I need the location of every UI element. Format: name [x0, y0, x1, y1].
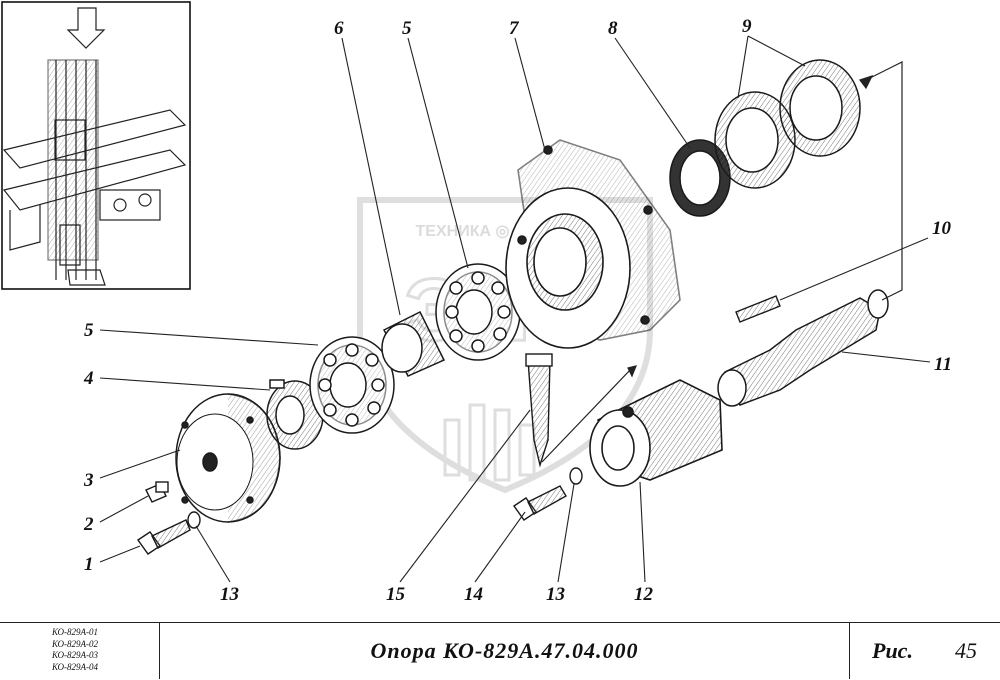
callout-2: 2	[83, 514, 94, 535]
figure-label: Рис.	[872, 638, 913, 663]
part-nut-4	[266, 379, 324, 450]
model-item: КО-829А-03	[52, 650, 99, 660]
part-cover-3	[175, 393, 281, 523]
callout-11: 11	[934, 354, 952, 375]
figure-cell: Рис. 45	[850, 623, 1000, 679]
part-shaft-11	[717, 289, 889, 407]
drawing-title: Опора КО-829А.47.04.000	[370, 638, 639, 663]
figure-number: 45	[954, 638, 977, 663]
model-list: КО-829А-01 КО-829А-02 КО-829А-03 КО-829А…	[0, 623, 160, 679]
model-item: КО-829А-02	[52, 638, 99, 649]
callout-8: 8	[608, 18, 618, 39]
callout-5-left: 5	[84, 320, 94, 341]
callout-6: 6	[334, 18, 344, 39]
part-bearing-5-left	[309, 336, 395, 434]
inset-view	[1, 1, 191, 290]
title-block: КО-829А-01 КО-829А-02 КО-829А-03 КО-829А…	[0, 622, 1000, 680]
leader-lines	[99, 35, 931, 583]
drawing-title-cell: Опора КО-829А.47.04.000	[160, 623, 850, 679]
part-bearing-5-right	[435, 263, 521, 361]
callout-labels: 6 5 7 8 9 10 11 5 4 3 2 1 13 15 14 13 12	[83, 16, 952, 605]
callout-5-top: 5	[402, 18, 412, 39]
exploded-assembly-drawing: ТЕХНИКА ◎ СЕРВИСМ ЭПФ	[1, 1, 952, 605]
part-coupling-12	[589, 379, 723, 487]
part-bushing-6	[381, 310, 446, 377]
callout-10: 10	[932, 218, 952, 239]
callout-4: 4	[83, 368, 94, 389]
part-bolt-1	[137, 519, 191, 555]
part-plug-2	[145, 481, 169, 503]
callout-13-left: 13	[220, 584, 239, 605]
part-washer-13-left	[187, 511, 201, 529]
callout-12: 12	[634, 584, 654, 605]
model-item: КО-829А-01	[52, 627, 99, 637]
part-bolt-14	[513, 485, 567, 521]
callout-9: 9	[742, 16, 752, 37]
part-ring-9b	[779, 59, 861, 157]
part-washer-13-right	[569, 467, 583, 485]
part-key-10	[735, 295, 781, 323]
part-housing-7	[505, 139, 681, 349]
assembly-guide-lines	[541, 61, 903, 463]
callout-13-right: 13	[546, 584, 565, 605]
callout-7: 7	[509, 18, 520, 39]
callout-14: 14	[464, 584, 483, 605]
callout-15: 15	[386, 584, 406, 605]
part-seal-8	[669, 139, 731, 217]
part-ring-9a	[714, 91, 796, 189]
part-fitting-15	[525, 353, 553, 468]
callout-3: 3	[83, 470, 94, 491]
callout-1: 1	[84, 554, 94, 575]
model-item: КО-829А-04	[52, 661, 99, 672]
